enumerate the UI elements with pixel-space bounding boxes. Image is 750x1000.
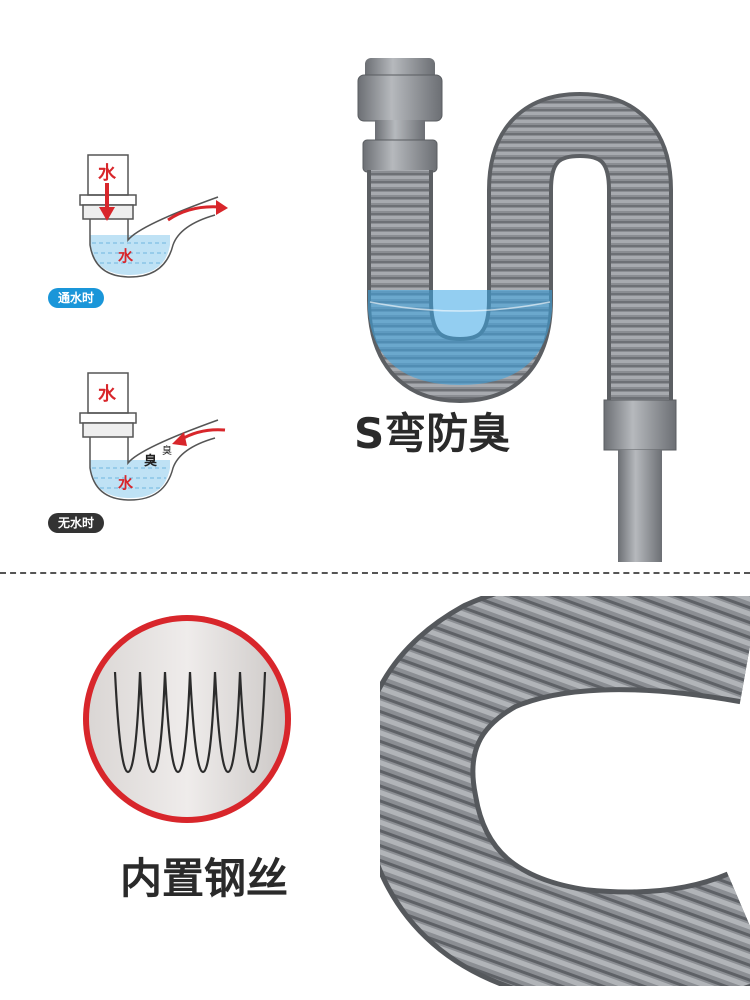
water-label-top: 水 — [98, 384, 116, 405]
coiled-hose-image — [380, 596, 750, 986]
odor-label-2: 臭 — [162, 446, 172, 457]
water-label-trap: 水 — [118, 474, 134, 492]
trap-illustration — [79, 372, 226, 501]
s-bend-hose-image — [357, 58, 677, 562]
status-pill-empty: 无水时 — [48, 513, 105, 533]
trap-illustration — [79, 154, 228, 278]
s-bend-headline: S弯防臭 — [354, 409, 511, 458]
water-label-trap: 水 — [118, 247, 134, 265]
water-label-top: 水 — [98, 163, 116, 184]
trap-diagram-with-water: 水 水 — [40, 145, 250, 325]
steel-wire-headline: 内置钢丝 — [120, 854, 289, 903]
trap-diagram-without-water: 水 水 臭 臭 — [40, 368, 250, 548]
odor-label-1: 臭 — [144, 454, 158, 469]
section-divider — [0, 572, 750, 574]
status-pill-open: 通水时 — [48, 288, 105, 308]
steel-wire-closeup-image — [83, 615, 291, 823]
